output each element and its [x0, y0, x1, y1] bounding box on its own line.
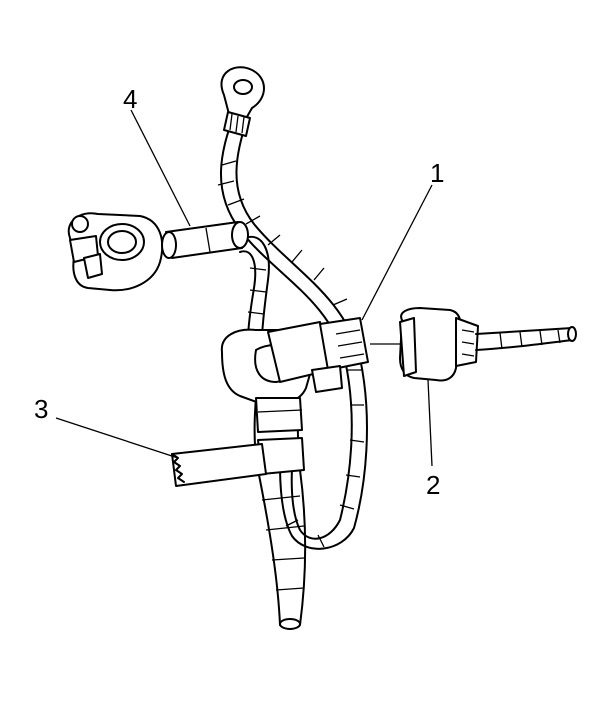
- harness-connector: [267, 317, 369, 393]
- leader-line-2: [427, 379, 433, 467]
- harness-clip: [220, 328, 317, 475]
- callout-3: 3: [34, 394, 48, 424]
- leader-line-4: [130, 109, 191, 227]
- mating-connector: [370, 307, 479, 382]
- harness-strap: [171, 443, 267, 487]
- battery-terminal-clamp: [67, 212, 164, 292]
- ground-cable: [217, 119, 368, 550]
- callout-4: 4: [123, 84, 137, 114]
- callout-1: 1: [430, 158, 444, 188]
- callout-2: 2: [426, 470, 440, 500]
- fuse-barrel: [161, 221, 249, 259]
- leader-line-3: [55, 417, 179, 459]
- ring-terminal: [220, 66, 265, 137]
- leader-lines: [55, 109, 433, 467]
- positive-cable: [239, 235, 270, 341]
- leader-line-1: [361, 184, 433, 321]
- output-cable: [475, 326, 577, 351]
